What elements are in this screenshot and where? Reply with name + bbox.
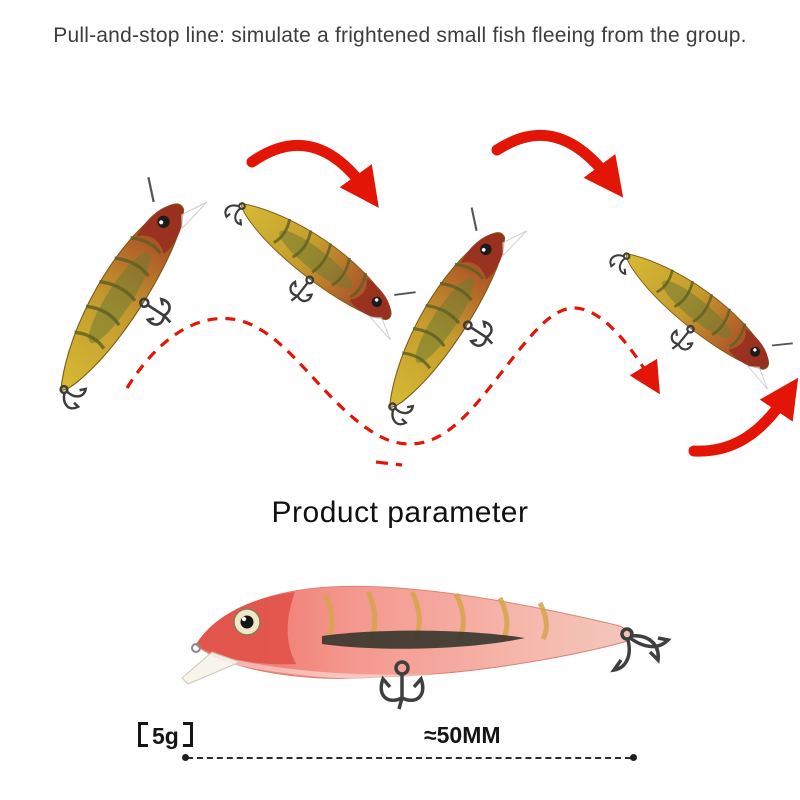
left-bracket-icon bbox=[138, 722, 148, 747]
swim-path-dashed bbox=[125, 306, 660, 446]
dive-arrow-icon bbox=[491, 129, 624, 198]
measure-line bbox=[187, 757, 631, 759]
top-caption: Pull-and-stop line: simulate a frightene… bbox=[53, 24, 747, 47]
motion-sequence-diagram bbox=[17, 129, 800, 467]
belly-treble-hook bbox=[379, 660, 425, 710]
lure-photo-1 bbox=[17, 166, 238, 431]
rise-arrow-icon bbox=[688, 377, 799, 457]
lure-photo-4 bbox=[590, 219, 800, 413]
swim-path-dash-mark bbox=[375, 460, 403, 467]
weight-value: 5g bbox=[152, 723, 179, 749]
product-lure-photo bbox=[181, 585, 672, 710]
measure-dot-right bbox=[630, 754, 637, 761]
right-bracket-icon bbox=[182, 722, 193, 747]
measure-dot-left bbox=[182, 754, 189, 761]
length-label: ≈50MM bbox=[424, 722, 501, 748]
section-heading: Product parameter bbox=[271, 496, 529, 529]
tail-treble-hook bbox=[610, 627, 672, 673]
weight-label: 5g bbox=[138, 722, 193, 750]
lure-photo-2 bbox=[204, 168, 425, 365]
dive-arrow-icon bbox=[246, 139, 379, 208]
